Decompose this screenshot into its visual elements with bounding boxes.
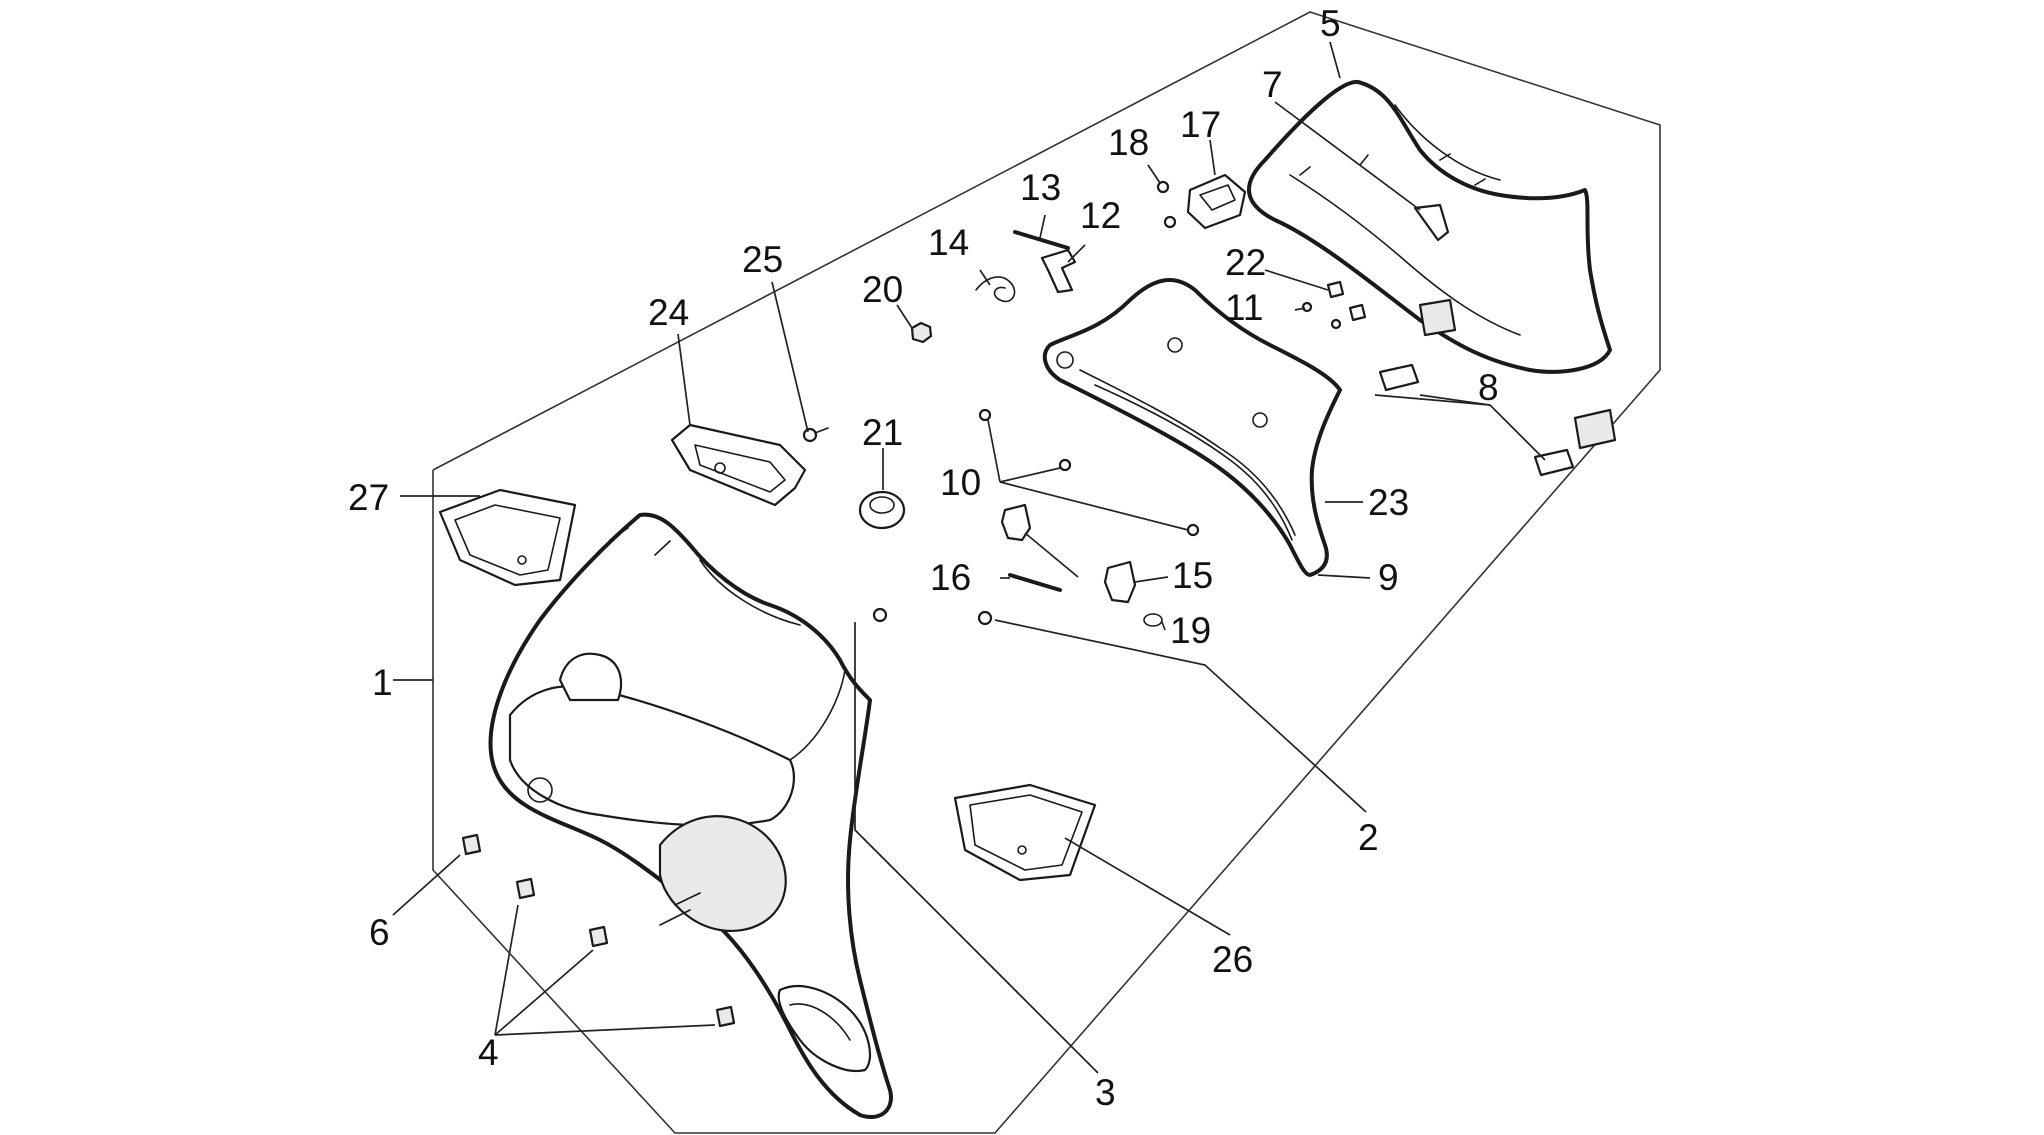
callout-11: 11	[1225, 287, 1263, 328]
callout-18: 18	[1108, 122, 1149, 163]
callout-23: 23	[1368, 482, 1409, 523]
clip-nut-4c	[715, 1005, 736, 1028]
screw-10a	[978, 408, 992, 422]
callout-27: 27	[348, 477, 389, 518]
screw-3	[872, 607, 888, 623]
callout-1: 1	[372, 662, 393, 703]
storage-tray-left	[438, 488, 577, 587]
clip-7	[1413, 203, 1450, 242]
callout-2: 2	[1358, 817, 1379, 858]
callout-4: 4	[478, 1032, 499, 1073]
callout-26: 26	[1212, 939, 1253, 980]
screw-11a	[1301, 301, 1313, 313]
clip-22a	[1326, 280, 1345, 299]
storage-tray-right	[953, 783, 1097, 882]
leader-lines	[392, 41, 1546, 1074]
glove-box-cover-panel	[1042, 278, 1342, 577]
hinge-latch-15a	[1000, 503, 1032, 542]
latch-12	[1040, 248, 1077, 294]
screw-25	[802, 427, 829, 443]
callout-9: 9	[1378, 557, 1399, 598]
front-leg-shield	[488, 512, 893, 1119]
clip-nut-6	[461, 833, 482, 856]
pin-13	[1013, 230, 1070, 250]
callout-13: 13	[1020, 167, 1061, 208]
hex-nut	[910, 321, 933, 344]
callout-10: 10	[940, 462, 981, 503]
screw-18b	[1163, 215, 1177, 229]
screw-10c	[1186, 523, 1200, 537]
callout-24: 24	[648, 292, 689, 333]
callout-8: 8	[1478, 367, 1499, 408]
callout-labels: 1 2 3 4 5 6 7 8 9 10 11 12 13 14 15 16 1…	[348, 3, 1499, 1113]
callout-16: 16	[930, 557, 971, 598]
spring-washer-19	[1143, 613, 1163, 627]
callout-6: 6	[369, 912, 390, 953]
assembly-frame	[432, 11, 1661, 1134]
callout-7: 7	[1262, 64, 1283, 105]
screw-10b	[1058, 458, 1072, 472]
callout-25: 25	[742, 239, 783, 280]
callout-15: 15	[1172, 555, 1213, 596]
clip-nut-4b	[588, 925, 609, 948]
callout-22: 22	[1225, 242, 1266, 283]
screw-11b	[1330, 318, 1342, 330]
screw-18a	[1156, 180, 1170, 194]
spring-clip-14	[975, 276, 1016, 303]
callout-14: 14	[928, 222, 969, 263]
rubber-grommet	[858, 490, 906, 530]
clip-22b	[1348, 303, 1367, 322]
screw-2	[977, 610, 993, 626]
callout-20: 20	[862, 269, 903, 310]
callout-17: 17	[1180, 104, 1221, 145]
clip-nut-4a	[515, 877, 536, 900]
clip-8a	[1378, 363, 1420, 392]
callout-21: 21	[862, 412, 903, 453]
clip-8b	[1533, 448, 1575, 477]
hinge-rod-16	[1008, 573, 1062, 592]
callout-5: 5	[1320, 3, 1341, 44]
hinge-latch-15b	[1103, 560, 1137, 604]
mounting-bracket	[670, 423, 807, 507]
callout-19: 19	[1170, 610, 1211, 651]
lock-bracket-17	[1186, 173, 1247, 230]
callout-3: 3	[1095, 1072, 1116, 1113]
callout-12: 12	[1080, 195, 1121, 236]
